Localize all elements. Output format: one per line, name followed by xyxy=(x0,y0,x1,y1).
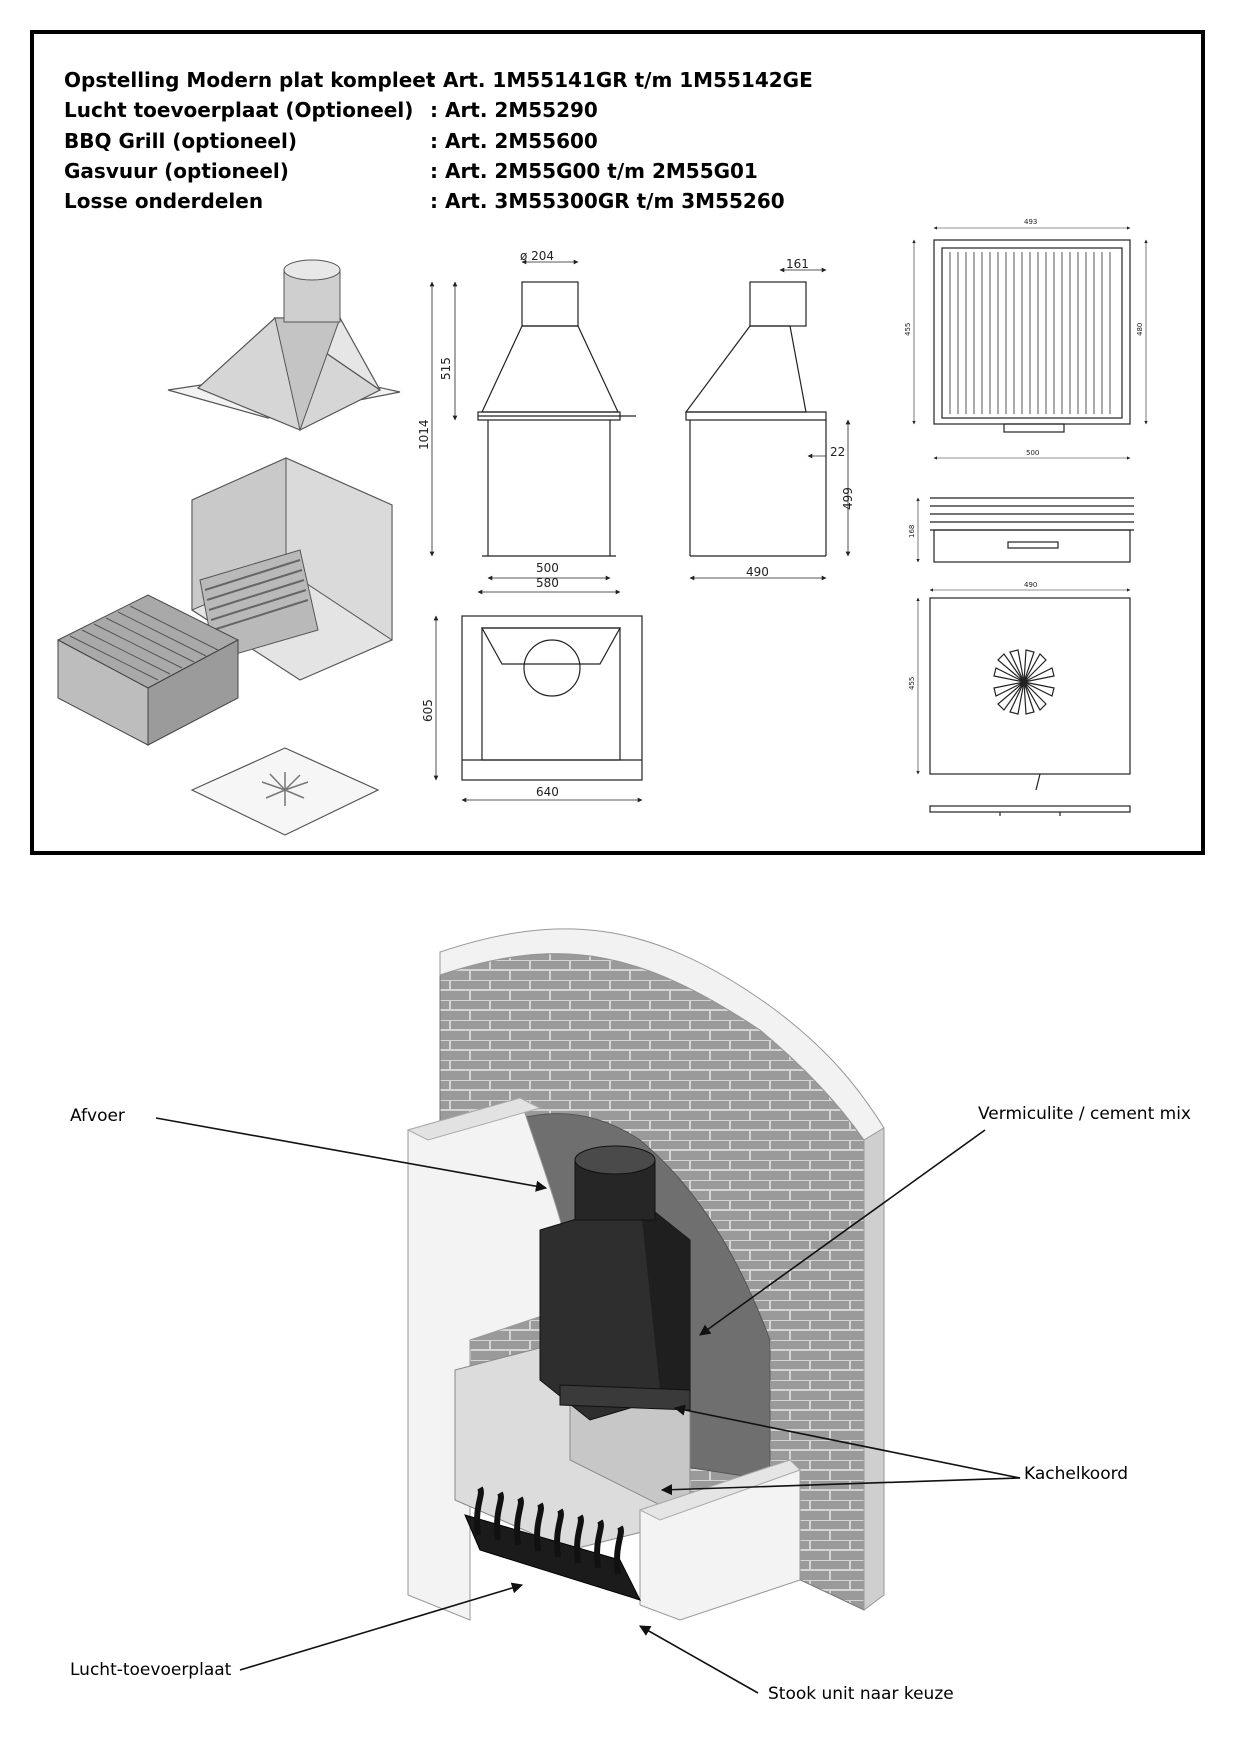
dim-plate-width: 490 xyxy=(1024,581,1037,589)
spec-sheet-frame xyxy=(30,30,1205,855)
wall-top-cap xyxy=(439,928,885,1141)
grill-bars xyxy=(949,252,1111,414)
dim-grill-depth-left: 455 xyxy=(904,323,912,336)
right-surround-wall xyxy=(639,1459,801,1621)
spec-name: Opstelling Modern plat kompleet xyxy=(64,68,436,92)
spec-art: : Art. 1M55141GR t/m 1M55142GE xyxy=(428,68,813,92)
dim-hood-height: 515 xyxy=(439,357,453,380)
dim-grill-width-top: 493 xyxy=(1024,218,1037,226)
front-elevation xyxy=(477,281,636,557)
callout-kachelkoord: Kachelkoord xyxy=(1024,1464,1129,1484)
firebox-opening xyxy=(454,1339,691,1551)
spec-name: Lucht toevoerplaat (Optioneel) xyxy=(64,98,414,122)
dim-grill-height: 168 xyxy=(908,525,916,538)
dim-firebox-height: 499 xyxy=(841,487,855,510)
spec-name: BBQ Grill (optioneel) xyxy=(64,129,297,153)
air-plate-side-view xyxy=(929,805,1131,816)
left-surround-wall xyxy=(407,1097,592,1621)
dim-lip: 22 xyxy=(830,445,845,459)
spec-art: : Art. 2M55600 xyxy=(430,129,598,153)
brick-wall xyxy=(439,953,865,1611)
technical-drawings: ø 204 515 1014 500 580 161 490 22 499 60… xyxy=(56,218,1148,836)
dim-plan-width: 640 xyxy=(536,785,559,799)
grill-side-view xyxy=(930,497,1134,563)
dim-grill-width-bottom: 500 xyxy=(1026,449,1039,457)
flue-outlet xyxy=(574,1145,656,1175)
dim-total-height: 1014 xyxy=(417,419,431,450)
air-plate-rosette xyxy=(993,649,1055,715)
air-plate-plan-view xyxy=(929,597,1131,791)
dim-flue-diameter: ø 204 xyxy=(520,249,554,263)
spec-art: : Art. 2M55290 xyxy=(430,98,598,122)
dim-side-flue-depth: 161 xyxy=(786,257,809,271)
dim-grill-depth-right: 480 xyxy=(1136,323,1144,336)
callout-lucht-toevoerplaat: Lucht-toevoerplaat xyxy=(70,1660,232,1680)
spec-art: : Art. 2M55G00 t/m 2M55G01 xyxy=(430,159,758,183)
spec-name: Losse onderdelen xyxy=(64,189,264,213)
dim-inner-width: 500 xyxy=(536,561,559,575)
plan-view xyxy=(461,615,643,781)
dim-plan-depth: 605 xyxy=(421,699,435,722)
vermiculite-mix xyxy=(469,1113,771,1481)
dim-side-depth: 490 xyxy=(746,565,769,579)
dim-plate-depth: 455 xyxy=(908,677,916,690)
callout-stook-unit: Stook unit naar keuze xyxy=(768,1684,954,1704)
side-elevation xyxy=(684,281,827,557)
spec-name: Gasvuur (optioneel) xyxy=(64,159,289,183)
hood-base-ledge xyxy=(559,1384,691,1411)
exploded-isometric-view xyxy=(56,259,401,836)
grill-plan-view xyxy=(933,239,1131,433)
callout-afvoer: Afvoer xyxy=(70,1106,125,1126)
spec-art: : Art. 3M55300GR t/m 3M55260 xyxy=(430,189,785,213)
hood xyxy=(539,1199,691,1421)
fire-grate xyxy=(464,1514,641,1601)
callout-vermiculite: Vermiculite / cement mix xyxy=(978,1104,1191,1124)
dim-outer-width: 580 xyxy=(536,576,559,590)
